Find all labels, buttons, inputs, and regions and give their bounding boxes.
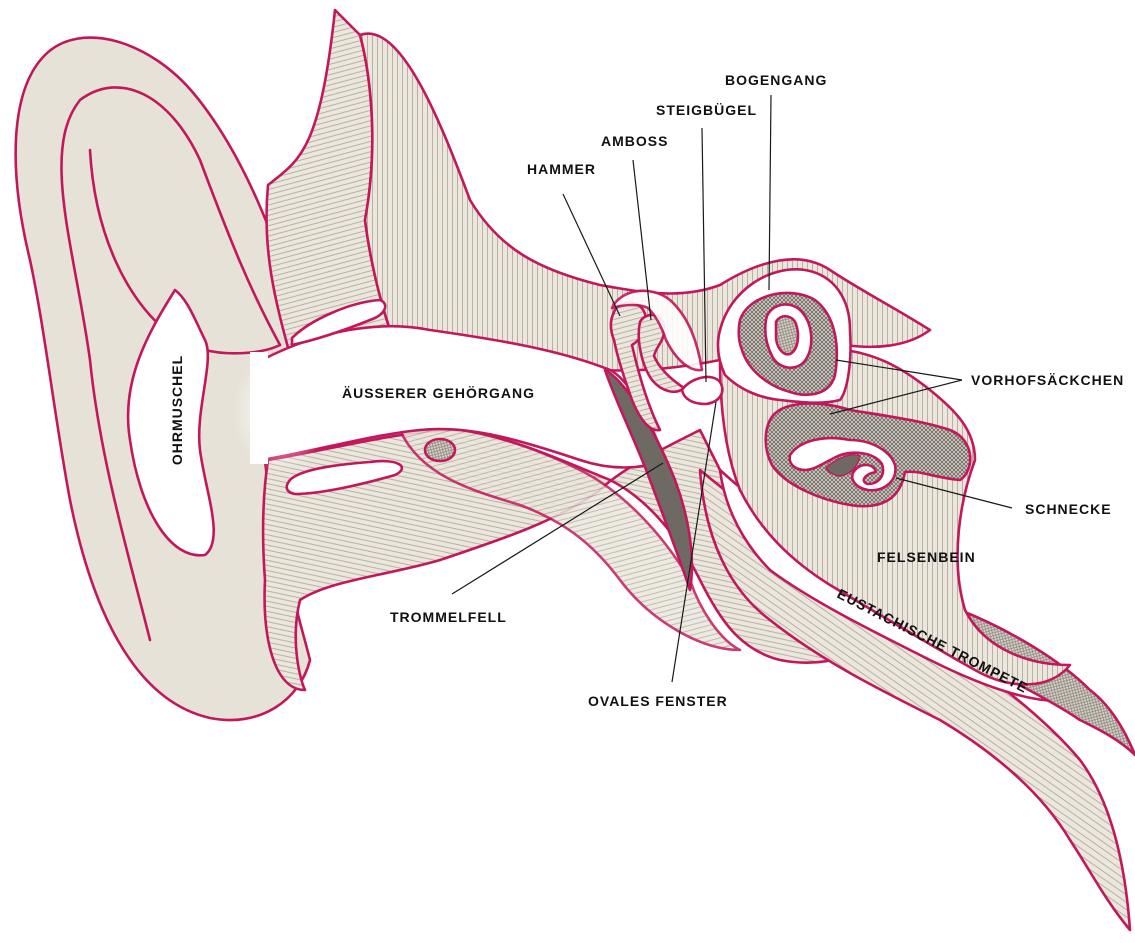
label-hammer: HAMMER: [527, 161, 596, 177]
label-bogengang: BOGENGANG: [725, 72, 827, 88]
label-schnecke: SCHNECKE: [1025, 501, 1112, 517]
label-vorhofsaeckchen: VORHOFSÄCKCHEN: [971, 372, 1124, 388]
semicircular-canal-inner: [776, 316, 798, 354]
leader-bogengang: [769, 95, 771, 290]
label-felsenbein: FELSENBEIN: [877, 549, 976, 565]
stirrup-shape: [682, 377, 722, 404]
label-amboss: AMBOSS: [601, 133, 668, 149]
label-gehoergang: ÄUSSERER GEHÖRGANG: [342, 385, 535, 401]
label-ohrmuschel: OHRMUSCHEL: [169, 355, 185, 465]
label-steigbuegel: STEIGBÜGEL: [656, 102, 757, 118]
label-ovales-fenster: OVALES FENSTER: [588, 693, 728, 709]
canal-mask: [250, 352, 268, 464]
canal-opening-glow: [232, 352, 328, 472]
bone-nodule: [425, 439, 455, 461]
label-trommelfell: TROMMELFELL: [390, 609, 507, 625]
